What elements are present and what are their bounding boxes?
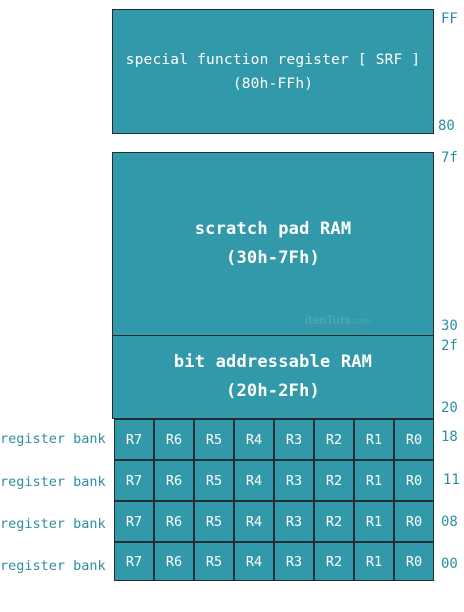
- address-ff: FF: [441, 11, 458, 27]
- bank-2-label: register bank 2: [0, 474, 122, 490]
- register-cell: R3: [274, 460, 314, 501]
- scratch-pad-title: scratch pad RAM: [194, 219, 352, 239]
- register-cell: R2: [314, 542, 354, 581]
- bit-addressable-title: bit addressable RAM: [173, 352, 373, 372]
- register-cell: R1: [354, 501, 394, 542]
- register-cell: R4: [234, 501, 274, 542]
- bit-addressable-range: (20h-2Fh): [226, 381, 320, 401]
- register-cell: R3: [274, 501, 314, 542]
- register-cell: R3: [274, 419, 314, 460]
- register-cell: R5: [194, 542, 234, 581]
- address-30: 30: [441, 318, 458, 334]
- watermark-logo: itenTuts.com: [305, 313, 370, 327]
- register-cell: R6: [154, 501, 194, 542]
- bank-0-label: register bank 0: [0, 558, 122, 574]
- address-11: 11: [443, 472, 460, 488]
- address-00: 00: [441, 556, 458, 572]
- register-cell: R4: [234, 460, 274, 501]
- bank-3-label: register bank 3: [0, 431, 122, 447]
- register-cell: R3: [274, 542, 314, 581]
- register-cell: R7: [114, 460, 154, 501]
- address-2f: 2f: [441, 338, 458, 354]
- register-cell: R6: [154, 542, 194, 581]
- register-cell: R4: [234, 419, 274, 460]
- register-cell: R0: [394, 542, 434, 581]
- register-cell: R0: [394, 460, 434, 501]
- address-18: 18: [441, 429, 458, 445]
- register-cell: R5: [194, 501, 234, 542]
- watermark-suffix: .com: [350, 316, 371, 326]
- register-cell: R4: [234, 542, 274, 581]
- register-cell: R5: [194, 419, 234, 460]
- register-cell: R0: [394, 501, 434, 542]
- bank-1-label: register bank 1: [0, 516, 122, 532]
- sfr-range: (80h-FFh): [232, 75, 314, 92]
- bit-addressable-block: bit addressable RAM (20h-2Fh): [112, 335, 434, 419]
- register-cell: R7: [114, 542, 154, 581]
- address-80: 80: [438, 118, 455, 134]
- sfr-title: special function register [ SRF ]: [125, 51, 421, 68]
- register-cell: R6: [154, 419, 194, 460]
- register-cell: R7: [114, 501, 154, 542]
- register-cell: R0: [394, 419, 434, 460]
- register-cell: R2: [314, 501, 354, 542]
- register-cell: R1: [354, 542, 394, 581]
- register-cell: R5: [194, 460, 234, 501]
- register-cell: R2: [314, 419, 354, 460]
- address-08: 08: [441, 514, 458, 530]
- address-7f: 7f: [441, 150, 458, 166]
- scratch-pad-range: (30h-7Fh): [226, 248, 320, 268]
- address-20: 20: [441, 400, 458, 416]
- scratch-pad-block: scratch pad RAM (30h-7Fh): [112, 152, 434, 336]
- register-cell: R1: [354, 419, 394, 460]
- register-cell: R1: [354, 460, 394, 501]
- watermark-brand: itenTuts: [305, 313, 351, 327]
- sfr-block: special function register [ SRF ] (80h-F…: [112, 9, 434, 134]
- register-cell: R7: [114, 419, 154, 460]
- register-cell: R2: [314, 460, 354, 501]
- register-cell: R6: [154, 460, 194, 501]
